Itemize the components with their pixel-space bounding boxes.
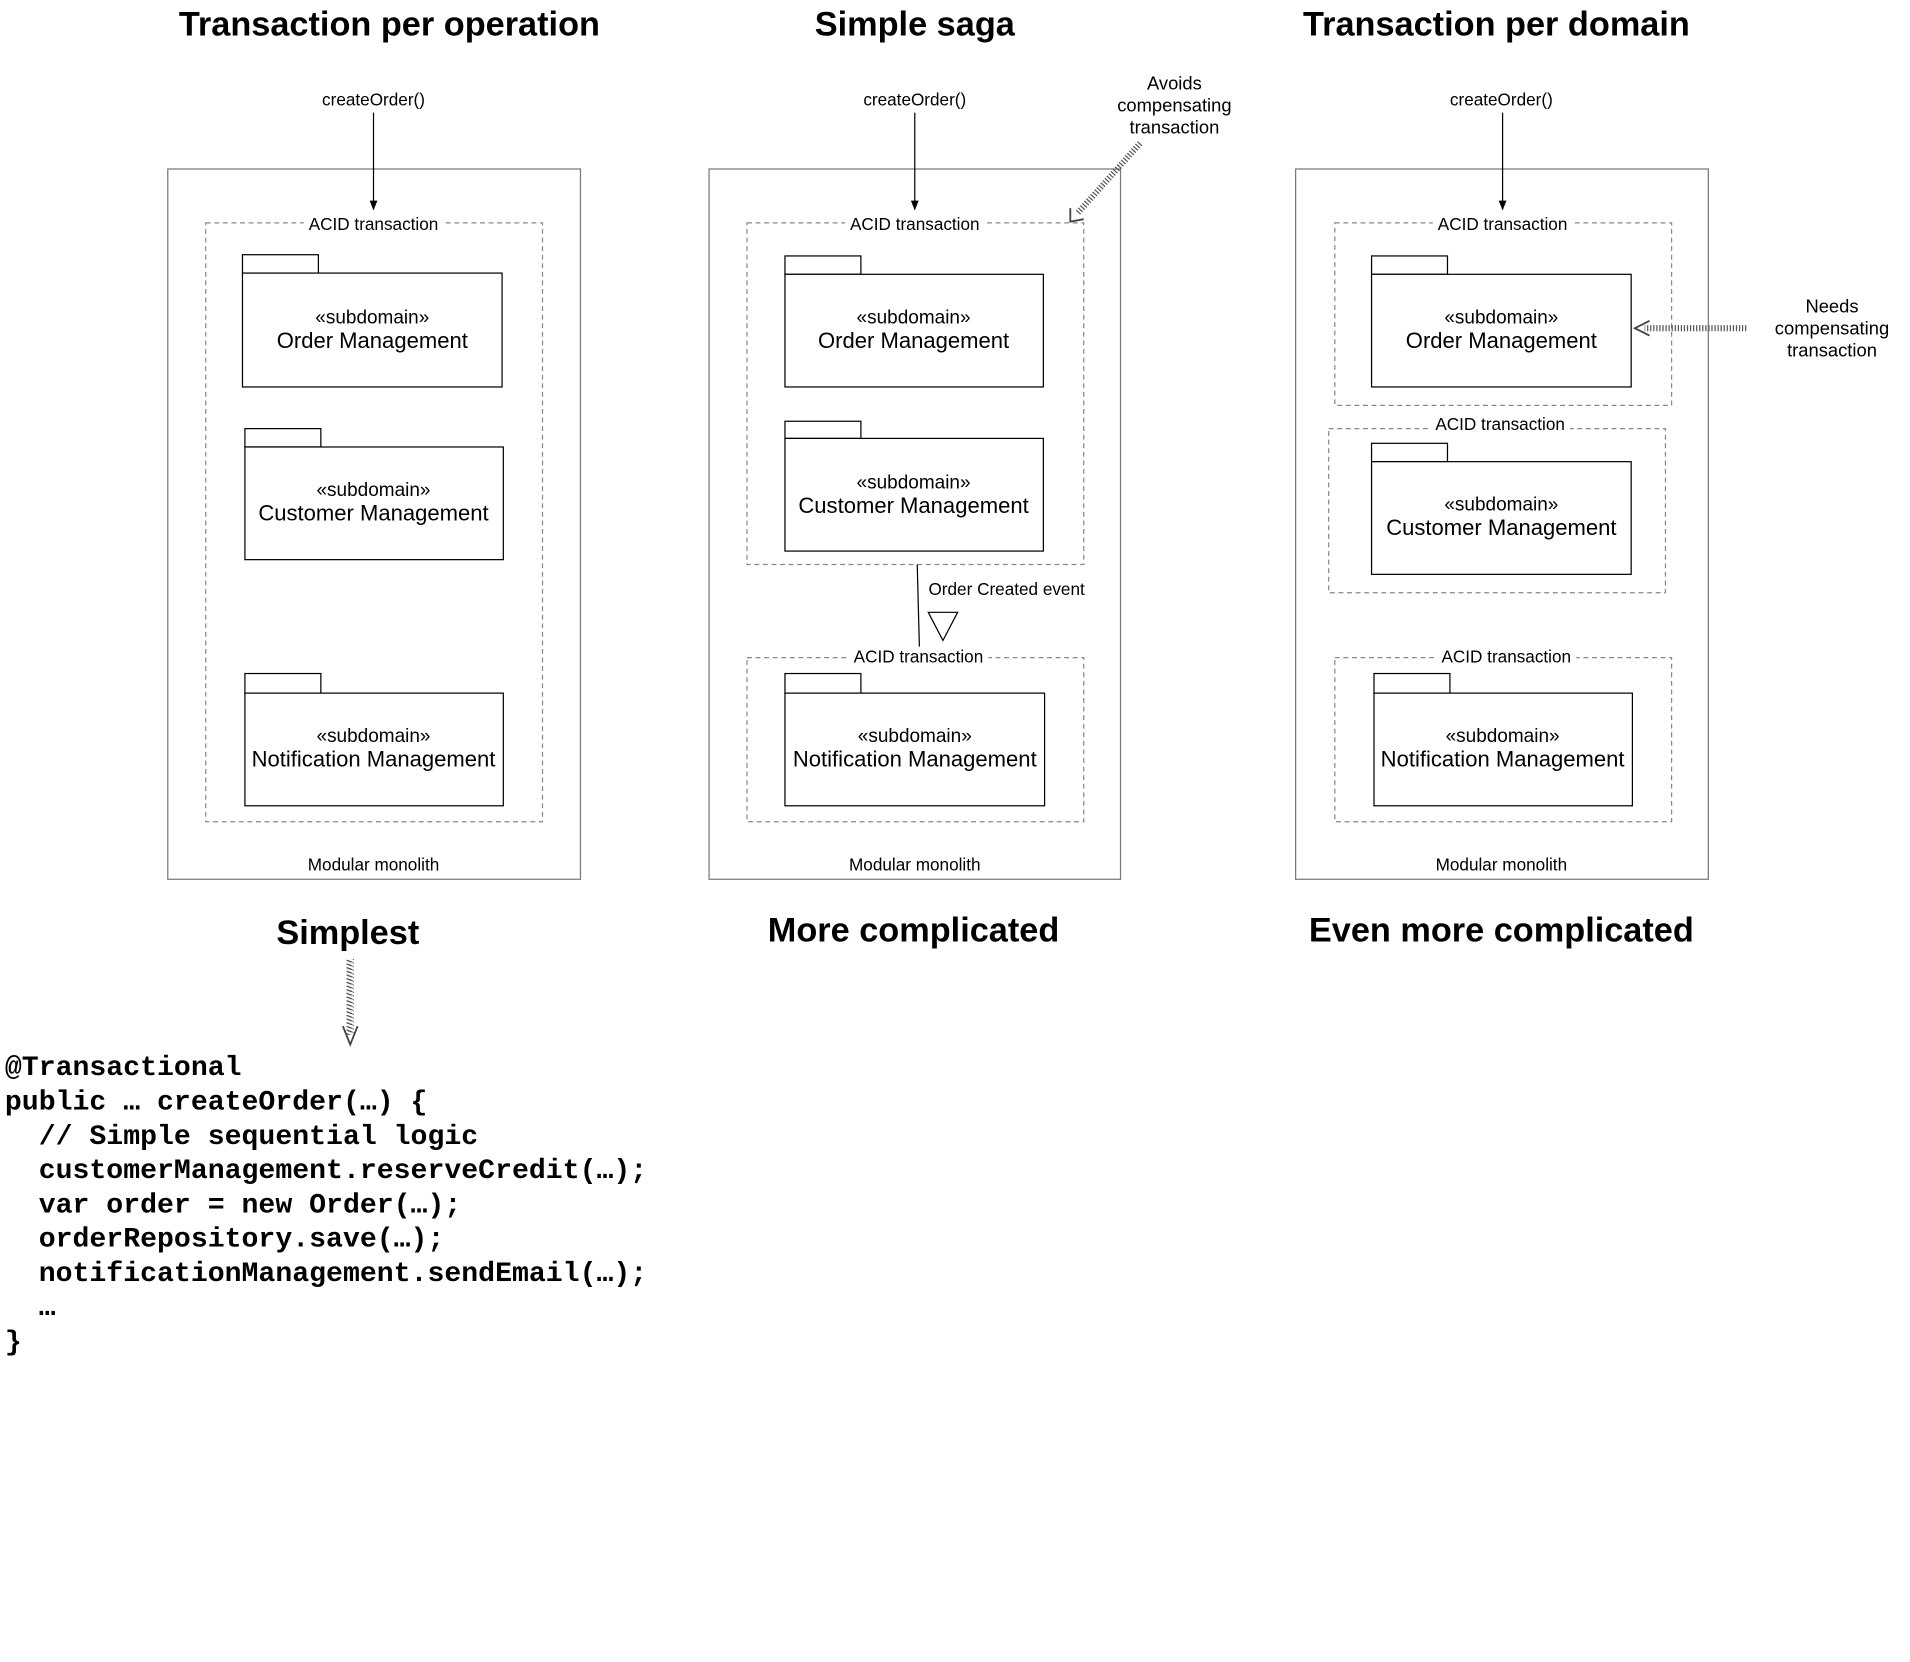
event-triangle [927, 611, 959, 642]
package-order-management [241, 254, 503, 388]
diagram-shapes [167, 112, 1747, 1048]
acid-transaction-frame [1334, 222, 1673, 406]
column-simple-saga [708, 112, 1143, 880]
acid-transaction-label: ACID transaction [1430, 413, 1570, 434]
code-line: … [4, 1291, 56, 1324]
acid-transaction-label: ACID transaction [848, 646, 989, 667]
event-label: Order Created event [928, 579, 1085, 599]
boundary-label: Modular monolith [849, 854, 981, 875]
boundary-label: Modular monolith [1435, 854, 1568, 875]
subdomain-customer-management: «subdomain» Customer Management [1386, 494, 1616, 541]
package-customer-management [244, 427, 504, 561]
acid-transaction-frame [746, 656, 1085, 823]
subdomain-customer-management: «subdomain» Customer Management [798, 471, 1028, 518]
event-link [916, 564, 921, 658]
stereotype-label: «subdomain» [1444, 494, 1559, 516]
subdomain-name: Customer Management [1386, 515, 1617, 541]
package-order-management [1370, 255, 1632, 388]
subdomain-name: Customer Management [258, 500, 489, 526]
call-label: createOrder() [322, 89, 425, 109]
subdomain-name: Order Management [817, 328, 1010, 353]
package-notification-management [244, 672, 504, 807]
column-title: Transaction per domain [1303, 4, 1690, 43]
stereotype-label: «subdomain» [315, 307, 430, 329]
boundary-label: Modular monolith [307, 854, 440, 875]
acid-transaction-frame [746, 222, 1085, 566]
package-notification-management [1373, 672, 1634, 807]
call-label: createOrder() [1449, 89, 1553, 109]
code-line: notificationManagement.sendEmail(…); [4, 1257, 648, 1290]
stereotype-label: «subdomain» [857, 726, 972, 748]
monolith-boundary [167, 168, 582, 880]
stereotype-label: «subdomain» [316, 726, 431, 748]
code-line: // Simple sequential logic [4, 1120, 479, 1153]
stereotype-label: «subdomain» [316, 480, 431, 501]
note-avoids-compensating: Avoids compensating transaction [1117, 73, 1232, 139]
acid-transaction-frame [205, 222, 544, 823]
package-customer-management [1370, 442, 1632, 575]
summary-label: Even more complicated [1308, 911, 1694, 950]
acid-transaction-label: ACID transaction [845, 214, 985, 234]
column-transaction-per-domain [1295, 112, 1747, 880]
note-pointer-arrow [1632, 320, 1747, 337]
package-customer-management [784, 420, 1044, 552]
code-line: customerManagement.reserveCredit(…); [4, 1154, 648, 1187]
code-line: } [4, 1326, 22, 1359]
acid-transaction-frame [1328, 427, 1667, 594]
code-line: var order = new Order(…); [4, 1189, 462, 1221]
note-pointer-arrow [1069, 141, 1143, 223]
acid-transaction-frame [1334, 656, 1673, 823]
subdomain-notification-management: «subdomain» Notification Management [252, 725, 496, 772]
acid-transaction-label: ACID transaction [1432, 214, 1573, 234]
subdomain-name: Notification Management [1380, 747, 1625, 772]
package-order-management [784, 255, 1044, 388]
subdomain-customer-management: «subdomain» Customer Management [258, 479, 488, 526]
code-snippet: @Transactional public … createOrder(…) {… [5, 1051, 647, 1360]
package-notification-management [784, 672, 1046, 807]
column-title: Simple saga [814, 4, 1015, 43]
code-line: orderRepository.save(…); [4, 1223, 445, 1256]
subdomain-name: Notification Management [792, 747, 1037, 772]
subdomain-order-management: «subdomain» Order Management [277, 306, 468, 353]
subdomain-notification-management: «subdomain» Notification Management [793, 725, 1037, 772]
stereotype-label: «subdomain» [856, 307, 971, 329]
stereotype-label: «subdomain» [1445, 726, 1560, 748]
stereotype-label: «subdomain» [856, 472, 971, 494]
column-transaction-per-operation [167, 112, 582, 1048]
subdomain-name: Notification Management [251, 747, 496, 772]
subdomain-name: Customer Management [798, 493, 1029, 519]
subdomain-name: Order Management [276, 328, 468, 353]
summary-label: More complicated [767, 911, 1060, 950]
note-needs-compensating: Needs compensating transaction [1774, 296, 1890, 362]
subdomain-order-management: «subdomain» Order Management [818, 306, 1009, 353]
code-line: public … createOrder(…) { [4, 1086, 428, 1119]
summary-label: Simplest [276, 913, 420, 952]
code-line: @Transactional [4, 1051, 242, 1084]
call-label: createOrder() [863, 89, 967, 109]
acid-transaction-label: ACID transaction [303, 214, 444, 234]
code-pointer-arrow [342, 958, 359, 1048]
column-title: Transaction per operation [178, 4, 600, 43]
subdomain-order-management: «subdomain» Order Management [1406, 306, 1597, 353]
acid-transaction-label: ACID transaction [1436, 646, 1576, 667]
subdomain-notification-management: «subdomain» Notification Management [1381, 725, 1625, 772]
stereotype-label: «subdomain» [1444, 307, 1559, 329]
subdomain-name: Order Management [1405, 328, 1597, 353]
